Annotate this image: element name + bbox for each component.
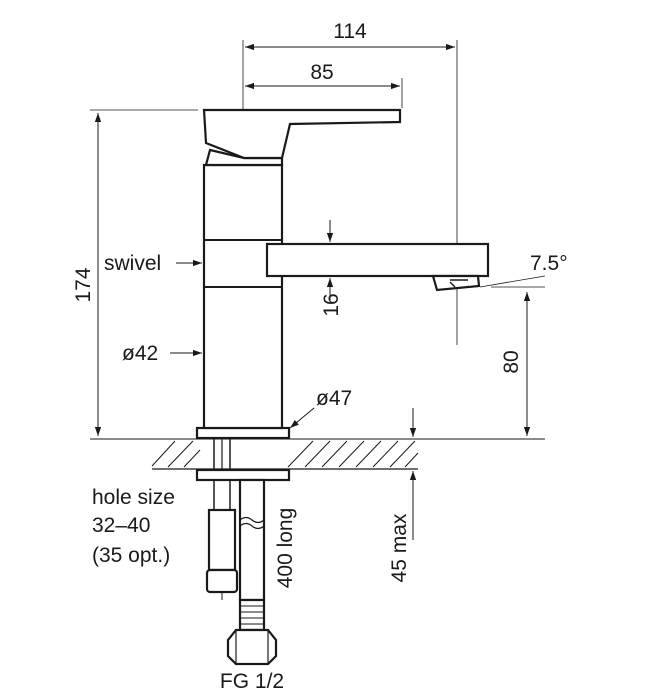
mounting-hardware: [195, 436, 291, 666]
swivel-callout: swivel: [104, 252, 202, 275]
dimension-angle: 7.5°: [479, 252, 568, 288]
dimension-80-label: 80: [500, 350, 523, 373]
dimension-80: 80: [500, 292, 531, 436]
hole-size-line2: 32–40: [92, 514, 150, 537]
diameter-47-callout: ø47: [289, 387, 352, 429]
connection-label: FG 1/2: [220, 670, 284, 693]
diameter-42-label: ø42: [122, 342, 158, 365]
hole-size-line3: (35 opt.): [92, 544, 170, 567]
dimension-114: 114: [242, 20, 458, 345]
dimension-16: 16: [320, 220, 343, 317]
faucet-body: [195, 108, 490, 440]
diameter-47-label: ø47: [316, 387, 352, 410]
dimension-174-label: 174: [72, 267, 95, 302]
dimension-174: 174: [72, 109, 198, 436]
dimension-85-label: 85: [310, 61, 333, 84]
dimension-45-max: 45 max: [388, 408, 417, 582]
countertop-hatching-left: [151, 440, 201, 468]
hole-size-note: hole size 32–40 (35 opt.): [92, 486, 175, 567]
diameter-42-callout: ø42: [122, 342, 202, 365]
dimension-45-max-label: 45 max: [388, 513, 411, 582]
dimension-angle-label: 7.5°: [530, 252, 568, 275]
dimension-114-label: 114: [333, 20, 367, 43]
countertop: [90, 438, 545, 470]
dimension-16-label: 16: [320, 293, 343, 316]
hole-size-line1: hole size: [92, 486, 175, 509]
hose-length-label: 400 long: [274, 508, 297, 589]
dimension-85: 85: [245, 61, 403, 108]
countertop-hatching-right: [287, 440, 419, 468]
swivel-label: swivel: [104, 252, 161, 275]
